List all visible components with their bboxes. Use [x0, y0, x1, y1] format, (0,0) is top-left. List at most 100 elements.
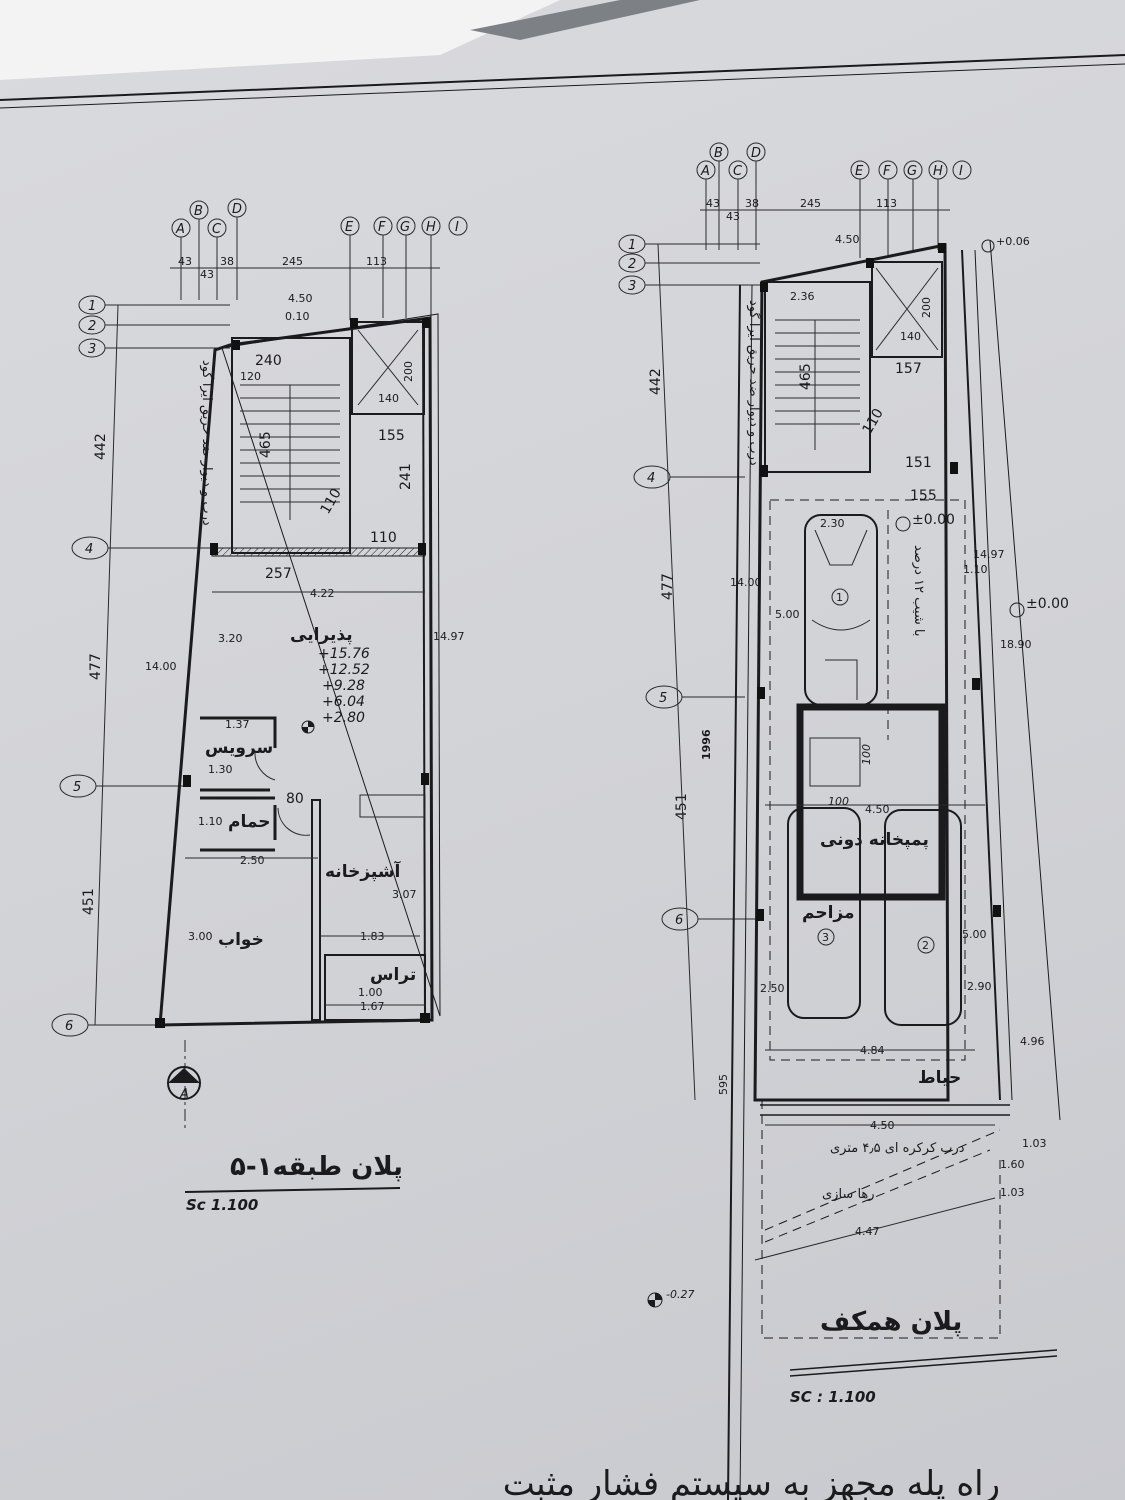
grid-label: 2	[628, 257, 636, 272]
dimension-label: 200	[402, 361, 415, 382]
room-label-bedroom: خواب	[218, 930, 264, 950]
dimension-label: 43	[200, 268, 214, 281]
dimension-label: 14.00	[145, 660, 177, 673]
grid-label: 3	[88, 342, 96, 357]
dimension-label: 465	[258, 431, 274, 458]
dimension-label: 110	[370, 530, 397, 546]
dimension-label: 5.00	[962, 928, 987, 941]
dimension-label: 1.03	[1022, 1137, 1047, 1150]
car-1: 1	[804, 514, 878, 706]
room-label-wc: سرویس	[205, 738, 273, 758]
dimension-label: 4.96	[1020, 1035, 1045, 1048]
dimension-label: 3.07	[392, 888, 417, 901]
dimension-label: 100	[828, 795, 849, 808]
grid-label: 1	[628, 238, 636, 253]
level-label: -0.27	[666, 1288, 694, 1301]
level-marker-icon	[981, 239, 995, 253]
footer-note: راه پله مجهز به سیستم فشار مثبت	[503, 1464, 1000, 1500]
dimension-label: 595	[717, 1074, 730, 1095]
sheet-border-top-inner	[0, 63, 1125, 109]
dimension-label: 140	[900, 330, 921, 343]
section-marker-label: A	[179, 1087, 189, 1102]
room-label-kitchen: آشپزخانه	[325, 860, 402, 882]
level-label: +0.06	[996, 235, 1030, 248]
dimension-label: 14.97	[433, 630, 465, 643]
grid-label: F	[883, 164, 891, 179]
level-label: +15.76	[318, 646, 370, 662]
grid-bubbles-letters: A B C D E F G H I	[696, 142, 972, 258]
dimension-label: 3.00	[188, 930, 213, 943]
grid-label: 6	[675, 913, 683, 928]
grid-label: 2	[88, 319, 96, 334]
grid-bubbles-numbers: 1 2 3 4 5 6	[51, 295, 230, 1037]
grid-label: H	[426, 220, 436, 235]
background-white-surface	[0, 0, 560, 80]
dimension-label: 4.50	[865, 803, 890, 816]
dimension-label: 477	[660, 573, 676, 600]
dimension-label: 1.37	[225, 718, 250, 731]
grid-label: D	[751, 146, 761, 161]
level-label: +2.80	[322, 710, 365, 726]
dimension-label: 465	[798, 363, 814, 390]
grid-label: D	[232, 202, 242, 217]
dimension-label: 4.47	[855, 1225, 880, 1238]
ground-floor-plan: A B C D E F G H I 1 2 3 4 5 6 43 43 38 2…	[618, 142, 1069, 1500]
dimension-label: 140	[378, 392, 399, 405]
shutter-note: درب کرکره ای ۴٫۵ متری	[830, 1141, 965, 1156]
dimension-label: 5.00	[775, 608, 800, 621]
car-number: 1	[836, 591, 843, 604]
dimension-label: 1.00	[358, 986, 383, 999]
dimension-label: 477	[88, 653, 104, 680]
dimension-label: 241	[398, 463, 414, 490]
dimension-label: 442	[93, 433, 109, 460]
grid-bubbles-letters: A B C D E F G H I	[171, 198, 468, 320]
ground-plan-scale: SC : 1.100	[790, 1388, 876, 1406]
dimension-label: 1.60	[1000, 1158, 1025, 1171]
ground-plan-title: پلان همکف	[820, 1307, 962, 1337]
level-label: +9.28	[322, 678, 365, 694]
level-label: ±0.00	[912, 512, 955, 528]
dimension-label: 43	[178, 255, 192, 268]
columns	[756, 243, 1001, 921]
dimension-label: 151	[905, 455, 932, 471]
dimension-label: 110	[860, 406, 887, 437]
car-number: 2	[922, 939, 929, 952]
grid-label: 5	[73, 780, 81, 795]
level-marker-icon	[647, 1292, 663, 1308]
car-2: 2	[884, 809, 962, 1026]
level-label: +6.04	[322, 694, 365, 710]
dimension-label: 442	[648, 368, 664, 395]
slope-note: با شیب ۱۲ درصد	[911, 545, 926, 636]
stair-note: درب و دیوار ضد حریق ایرا گود	[199, 360, 215, 526]
stairwell	[764, 281, 871, 473]
level-marker-icon	[895, 516, 911, 532]
level-label: ±0.00	[1026, 596, 1069, 612]
level-list: +15.76 +12.52 +9.28 +6.04 +2.80	[318, 646, 370, 726]
grid-label: C	[733, 164, 743, 179]
site-boundary	[761, 1100, 1001, 1339]
upper-floor-plan: A B C D E F G H I 1 2 3 4 5 6 43 43 38 2…	[51, 198, 468, 1214]
dimension-label: 14.97	[973, 548, 1005, 561]
dimension-label: 1996	[700, 729, 713, 760]
grid-label: I	[455, 220, 459, 235]
dimension-label: 110	[318, 486, 345, 517]
dimension-label: 113	[366, 255, 387, 268]
grid-label: 6	[65, 1019, 73, 1034]
stair-treads	[240, 384, 340, 520]
grid-label: E	[855, 164, 864, 179]
grid-label: E	[345, 220, 354, 235]
stair-note: درب و دیوار ضد حریق ایرا گود	[746, 300, 762, 466]
grid-bubbles-numbers: 1 2 3 4 5 6	[618, 234, 760, 931]
grid-label: 4	[647, 471, 655, 486]
dimension-label: 43	[706, 197, 720, 210]
grid-label: F	[378, 220, 386, 235]
dimension-label: 1.10	[198, 815, 223, 828]
dimension-label: 451	[81, 888, 97, 915]
ground-outer-wall	[753, 243, 950, 1102]
room-label-pump: پمپخانه دونی	[820, 830, 929, 850]
dimension-label: 4.50	[835, 233, 860, 246]
dimension-label: 0.10	[285, 310, 310, 323]
dimension-label: 2.50	[760, 982, 785, 995]
dimension-label: 2.36	[790, 290, 815, 303]
